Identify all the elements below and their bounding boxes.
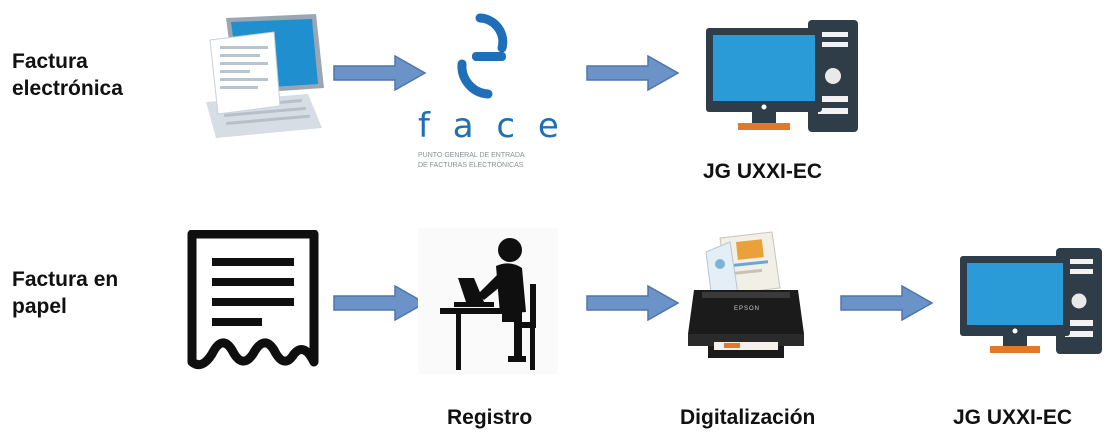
document-scanner-icon: EPSON — [680, 230, 810, 378]
computer-icon — [704, 18, 860, 136]
flow-arrow — [586, 55, 680, 91]
row-label-electronic: Factura electrónica — [12, 48, 123, 102]
face-logo: f a c e PUNTO GENERAL DE ENTRADA DE FACT… — [410, 12, 560, 182]
paper-invoice-icon — [186, 230, 320, 372]
face-logo-letters: f a c e — [418, 106, 565, 146]
caption-jg-uxxi-ec: JG UXXI-EC — [953, 406, 1073, 429]
scanner-brand-label: EPSON — [734, 306, 761, 312]
flow-arrow — [333, 55, 427, 91]
caption-digitalizacion: Digitalización — [680, 406, 816, 429]
row-label-line: Factura — [12, 50, 88, 73]
row-label-line: electrónica — [12, 77, 123, 100]
face-logo-mark — [457, 13, 508, 99]
computer-icon — [958, 246, 1104, 358]
row-label-line: papel — [12, 295, 67, 318]
flow-arrow — [333, 285, 427, 321]
flow-arrow — [586, 285, 680, 321]
electronic-invoice-laptop-icon — [196, 10, 326, 140]
person-at-desk-icon — [418, 228, 558, 374]
caption-registro: Registro — [447, 406, 533, 429]
flow-arrow — [840, 285, 934, 321]
face-logo-subtitle: PUNTO GENERAL DE ENTRADA — [418, 152, 525, 159]
face-logo-subtitle: DE FACTURAS ELECTRÓNICAS — [418, 162, 524, 169]
row-label-paper: Factura en papel — [12, 266, 118, 320]
row-label-line: Factura en — [12, 268, 119, 291]
caption-jg-uxxi-ec: JG UXXI-EC — [703, 160, 823, 183]
